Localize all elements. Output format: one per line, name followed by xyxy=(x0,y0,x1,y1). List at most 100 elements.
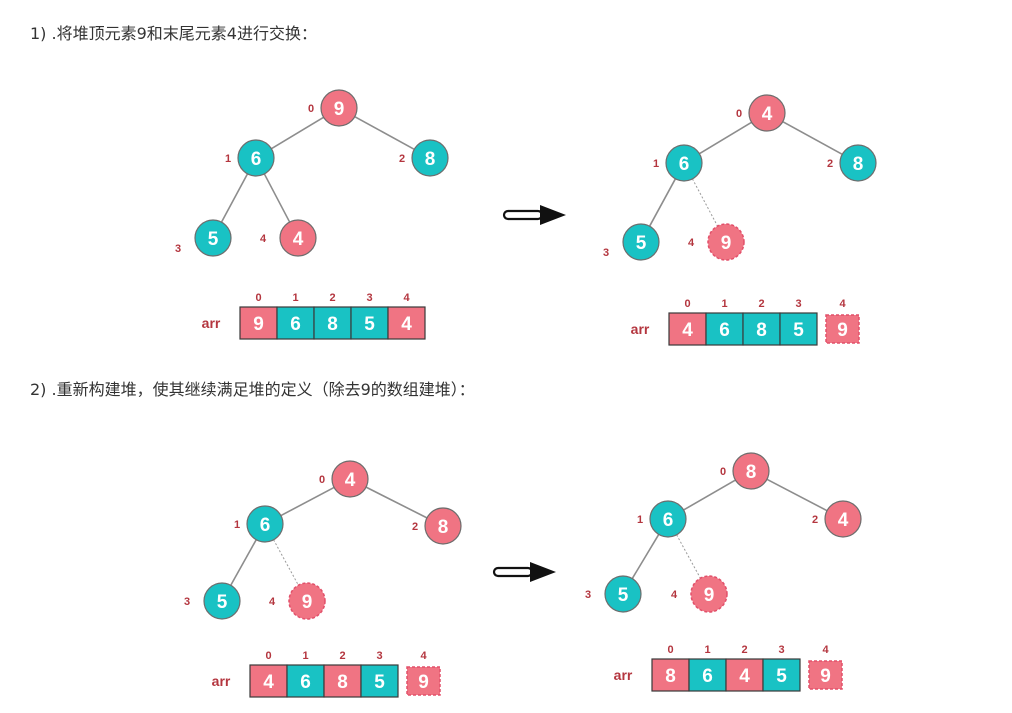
step-2-panel-2-array-cell-value: 5 xyxy=(776,666,787,687)
step-2-panel-1-array-index: 0 xyxy=(265,650,271,662)
step-2-panel-2-array-cell-0 xyxy=(651,658,690,692)
step-2-panel-2-tree-node-value: 5 xyxy=(618,585,629,606)
step-1-panel-1-tree-node-index: 2 xyxy=(399,153,405,165)
step-2-panel-2-tree-node-4 xyxy=(690,575,728,613)
step-2-panel-2-tree-node-value: 4 xyxy=(838,510,849,531)
step-1-transition-arrow-shaft xyxy=(502,209,544,221)
step-2-panel-1-array-cell-value: 9 xyxy=(418,672,429,693)
step-1-panel-1-array-label: arr xyxy=(202,315,221,331)
step-1-panel-1-array-index: 4 xyxy=(403,292,410,304)
step-1-panel-1-tree-node-value: 6 xyxy=(251,149,262,170)
step-2-panel-2-array-index: 4 xyxy=(822,644,829,656)
step-1-panel-1-tree-node-value: 8 xyxy=(425,149,436,170)
step-1-title: 1) .将堆顶元素9和末尾元素4进行交换： xyxy=(30,24,317,43)
step-2-panel-2-array-cell-value: 9 xyxy=(820,666,831,687)
step-2-panel-2-array-cell-1 xyxy=(688,658,727,692)
step-2-panel-2-array-cell-value: 8 xyxy=(665,666,676,687)
step-2-panel-2-array-index: 1 xyxy=(704,644,710,656)
step-1-panel-2-array-cell-value: 4 xyxy=(682,320,693,341)
step-2-panel-2-array-cell-3 xyxy=(762,658,801,692)
step-1-panel-1-array-cell-value: 8 xyxy=(327,314,338,335)
step-1-panel-1-tree-node-index: 4 xyxy=(260,233,267,245)
step-2-panel-1-tree-node-4 xyxy=(288,582,326,620)
step-2-panel-1-tree-node-index: 0 xyxy=(319,474,325,486)
step-1-panel-2-array-cell-3 xyxy=(779,312,818,346)
step-1-panel-2-tree-node-value: 5 xyxy=(636,233,647,254)
step-2-panel-2-tree-edge xyxy=(676,534,701,579)
step-2-panel-1-tree-node-value: 8 xyxy=(438,517,449,538)
step-2-panel-1-array-index: 1 xyxy=(302,650,308,662)
step-2-panel-2-tree-node-0 xyxy=(732,452,770,490)
step-1-panel-2-tree-node-index: 4 xyxy=(688,237,695,249)
step-2-panel-2-tree-node-index: 1 xyxy=(637,514,643,526)
step-1-panel-2-tree-edge xyxy=(648,178,677,227)
step-1-panel-1-tree-node-value: 4 xyxy=(293,229,304,250)
step-2-panel-1-tree-node-value: 4 xyxy=(345,470,356,491)
step-1-panel-2-tree-node-value: 9 xyxy=(721,233,732,254)
step-1-panel-2-tree-node-index: 1 xyxy=(653,158,659,170)
step-1-panel-2-tree-node-4 xyxy=(707,223,745,261)
step-2-panel-1-array-cell-value: 6 xyxy=(300,672,311,693)
step-2-panel-1-array-cell-value: 8 xyxy=(337,672,348,693)
step-1-panel-1-tree-edge xyxy=(354,115,415,151)
step-2-panel-2-tree-node-index: 4 xyxy=(671,589,678,601)
step-2-panel-2-tree-edge xyxy=(631,534,660,579)
step-1-transition-arrow-icon xyxy=(540,205,566,225)
step-1-panel-2-array-index: 1 xyxy=(721,298,727,310)
step-1-panel-2-array-cell-2 xyxy=(742,312,781,346)
step-1-panel-1-tree-node-index: 3 xyxy=(175,243,181,255)
step-2-panel-1-array-cell-4 xyxy=(406,666,441,696)
step-2-panel-1-array-cell-2 xyxy=(323,664,362,698)
step-1-panel-2-array-index: 0 xyxy=(684,298,690,310)
step-2-panel-1-array-index: 3 xyxy=(376,650,382,662)
step-2-panel-1-tree-node-index: 4 xyxy=(269,596,276,608)
step-2-panel-2-tree-edge xyxy=(683,479,736,511)
step-2-panel-2-tree-node-index: 0 xyxy=(720,466,726,478)
step-2-panel-1-tree-edge xyxy=(230,539,257,586)
step-2-panel-2-tree-node-index: 2 xyxy=(812,514,818,526)
step-2-panel-1-tree-node-index: 1 xyxy=(234,519,240,531)
step-1-panel-1-tree-node-1 xyxy=(237,139,275,177)
step-2-panel-1-tree-node-0 xyxy=(331,460,369,498)
step-2-panel-2-tree-node-value: 8 xyxy=(746,462,757,483)
step-1-panel-1-array-index: 2 xyxy=(329,292,335,304)
step-1-panel-1-tree-node-value: 9 xyxy=(334,99,345,120)
step-2-panel-2-array-index: 2 xyxy=(741,644,747,656)
step-1-panel-1-array-cell-value: 9 xyxy=(253,314,264,335)
step-2-panel-2-array-index: 3 xyxy=(778,644,784,656)
step-1-panel-1-array-index: 0 xyxy=(255,292,261,304)
step-1-panel-2-tree-node-index: 3 xyxy=(603,247,609,259)
step-1-panel-2-tree-node-0 xyxy=(748,94,786,132)
step-2-panel-2-tree-node-value: 9 xyxy=(704,585,715,606)
step-1-panel-2-array-cell-4 xyxy=(825,314,860,344)
step-2-panel-1-array-cell-3 xyxy=(360,664,399,698)
step-2-panel-1-array-cell-value: 5 xyxy=(374,672,385,693)
step-1-panel-1-tree-node-value: 5 xyxy=(208,229,219,250)
step-2-panel-2-tree-node-1 xyxy=(649,500,687,538)
step-1-panel-1-array-cell-4 xyxy=(387,306,426,340)
step-1-panel-2-array-index: 4 xyxy=(839,298,846,310)
step-2-panel-1-tree-edge xyxy=(273,539,299,586)
step-2-panel-1-array-label: arr xyxy=(212,673,231,689)
step-2-panel-1-tree-edge xyxy=(365,486,428,519)
step-1-panel-1-tree-edge xyxy=(271,116,324,150)
step-1-panel-1-array-cell-value: 4 xyxy=(401,314,412,335)
step-2-panel-1-tree-node-index: 2 xyxy=(412,521,418,533)
step-1-panel-1-array-index: 1 xyxy=(292,292,298,304)
step-1-panel-2-tree-edge xyxy=(699,121,752,155)
step-2-title: 2) .重新构建堆，使其继续满足堆的定义（除去9的数组建堆）： xyxy=(30,380,475,399)
step-2-panel-1-tree-node-value: 5 xyxy=(217,592,228,613)
step-1-panel-1-tree-node-index: 0 xyxy=(308,103,314,115)
step-2-panel-1-tree-node-value: 6 xyxy=(260,515,271,536)
step-2-transition-arrow-shaft xyxy=(492,566,534,578)
step-1-panel-1-tree-node-4 xyxy=(279,219,317,257)
step-2-panel-2-tree-node-value: 6 xyxy=(663,510,674,531)
step-2-transition-arrow-icon xyxy=(530,562,556,582)
step-1-panel-2-array-cell-0 xyxy=(668,312,707,346)
step-1-panel-2-tree-edge xyxy=(782,120,843,156)
step-2-panel-2-array-label: arr xyxy=(614,667,633,683)
step-2-panel-1-tree-node-value: 9 xyxy=(302,592,313,613)
step-2-panel-2-tree-node-2 xyxy=(824,500,862,538)
step-1-panel-2-tree-node-value: 8 xyxy=(853,154,864,175)
